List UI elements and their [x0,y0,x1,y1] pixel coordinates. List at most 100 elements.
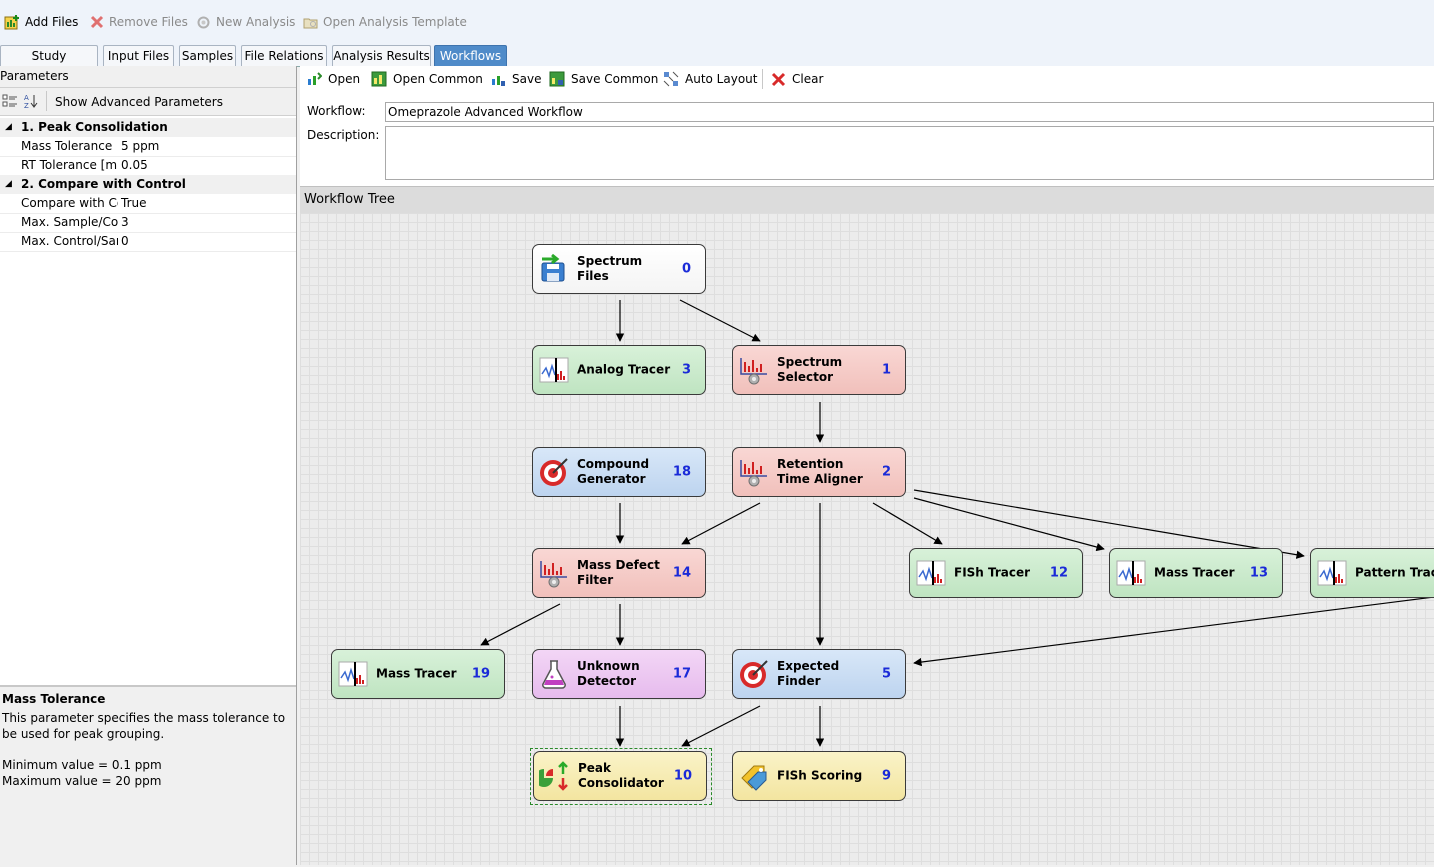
param-group-title: 2. Compare with Control [21,177,186,191]
tracer-icon [916,560,946,586]
node-fish-tracer[interactable]: FISh Tracer 12 [909,548,1083,598]
workflow-toolbar: Open Open Common Save Save Common Auto L… [300,66,1434,93]
param-row-compare-with-control[interactable]: Compare with Con True [0,194,296,214]
node-label: Expected Finder [777,659,840,688]
node-pattern-tracer[interactable]: Pattern Tracer [1310,548,1434,598]
save-icon [492,76,505,86]
save-button[interactable]: Save [490,70,541,88]
open-template-icon [303,18,318,28]
remove-files-label: Remove Files [109,15,188,29]
show-advanced-parameters-button[interactable]: Show Advanced Parameters [55,95,223,109]
node-number: 18 [672,464,691,480]
edge-spectrum-files-spectrum-selector [679,299,761,342]
collapse-icon[interactable]: ◢ [5,179,12,189]
node-mass-defect-filter[interactable]: Mass Defect Filter 14 [532,548,706,598]
categorized-view-icon[interactable] [2,93,18,109]
auto-layout-button[interactable]: Auto Layout [663,70,757,88]
node-number: 17 [672,666,691,682]
target-icon [540,458,568,486]
node-spectrum-files[interactable]: Spectrum Files 0 [532,244,706,294]
toolbar-divider [762,69,763,89]
tab-input-files[interactable]: Input Files [103,45,174,66]
clear-label: Clear [792,72,824,86]
open-analysis-template-button[interactable]: Open Analysis Template [303,13,467,31]
node-number: 14 [672,565,691,581]
tracer-icon [539,357,569,383]
tab-study-definition[interactable]: Study Definition [0,45,98,83]
add-files-icon [4,15,19,30]
node-mass-tracer-13[interactable]: Mass Tracer 13 [1109,548,1283,598]
tab-analysis-results[interactable]: Analysis Results [332,45,431,66]
node-label: Unknown Detector [577,659,640,688]
workflow-canvas[interactable]: Spectrum Files 0 Analog Tracer 3 Spectru… [300,213,1434,865]
consolidator-icon [539,761,568,791]
param-name: Mass Tolerance [21,139,113,153]
param-value[interactable]: True [121,196,147,210]
param-name: Max. Sample/Cont [21,215,118,229]
param-group-peak-consolidation[interactable]: ◢ 1. Peak Consolidation [0,118,296,137]
description-label: Description: [307,128,380,142]
open-common-button[interactable]: Open Common [371,70,483,88]
param-value[interactable]: 3 [121,215,129,229]
node-number: 12 [1049,565,1068,581]
clear-button[interactable]: Clear [771,70,823,88]
processing-gear-icon [740,358,767,385]
node-number: 10 [673,768,692,784]
node-label: Spectrum Files [577,254,643,283]
add-files-button[interactable]: Add Files [4,13,78,31]
new-analysis-button[interactable]: New Analysis [196,13,295,31]
node-analog-tracer[interactable]: Analog Tracer 3 [532,345,706,395]
save-common-button[interactable]: Save Common [549,70,658,88]
param-name: Max. Control/Sam [21,234,118,248]
description-textarea[interactable] [385,126,1434,180]
param-group-compare-with-control[interactable]: ◢ 2. Compare with Control [0,175,296,194]
node-fish-scoring[interactable]: FISh Scoring 9 [732,751,906,801]
save-common-icon [549,71,565,87]
save-label: Save [512,72,542,86]
param-name: RT Tolerance [min] [21,158,118,172]
svg-text:A: A [24,94,29,102]
node-compound-generator[interactable]: Compound Generator 18 [532,447,706,497]
node-spectrum-selector[interactable]: Spectrum Selector 1 [732,345,906,395]
open-button[interactable]: Open [306,70,360,88]
param-row-rt-tolerance[interactable]: RT Tolerance [min] 0.05 [0,156,296,176]
description-max-value: Maximum value = 20 ppm [2,774,162,788]
collapse-icon[interactable]: ◢ [5,122,12,132]
node-retention-time-aligner[interactable]: Retention Time Aligner 2 [732,447,906,497]
auto-layout-icon [663,71,679,87]
remove-files-button[interactable]: Remove Files [90,13,188,31]
tab-file-relations[interactable]: File Relations [241,45,327,66]
node-peak-consolidator[interactable]: Peak Consolidator 10 [533,751,707,801]
tab-samples[interactable]: Samples [179,45,236,66]
node-number: 13 [1249,565,1268,581]
node-unknown-detector[interactable]: Unknown Detector 17 [532,649,706,699]
param-row-mass-tolerance[interactable]: Mass Tolerance 5 ppm [0,137,296,157]
sort-alphabetical-icon[interactable]: AZ [23,93,39,109]
open-analysis-template-label: Open Analysis Template [323,15,467,29]
param-value[interactable]: 5 ppm [121,139,160,153]
edge-rt-aligner-fish-tracer [872,502,943,545]
workflow-name-input[interactable] [385,102,1434,122]
node-label: Retention Time Aligner [777,457,863,486]
param-value[interactable]: 0.05 [121,158,148,172]
workflow-connections [480,299,1434,747]
node-label: Spectrum Selector [777,355,843,384]
description-min-value: Minimum value = 0.1 ppm [2,758,162,772]
new-analysis-icon [197,16,210,28]
node-mass-tracer-19[interactable]: Mass Tracer 19 [331,649,505,699]
edge-expected-finder-peak-consolidator [681,705,761,747]
edge-rt-aligner-mass-defect [681,502,761,545]
node-label: Analog Tracer [577,362,671,377]
param-row-max-control-sample[interactable]: Max. Control/Sam 0 [0,232,296,252]
param-row-max-sample-control[interactable]: Max. Sample/Cont 3 [0,213,296,233]
node-label: Peak Consolidator [578,761,664,790]
node-number: 5 [881,666,891,682]
processing-gear-icon [540,561,567,588]
param-value[interactable]: 0 [121,234,129,248]
parameters-title: Parameters [0,69,69,83]
tab-workflows[interactable]: Workflows [434,45,507,66]
open-label: Open [328,72,361,86]
svg-text:Z: Z [24,102,29,109]
node-expected-finder[interactable]: Expected Finder 5 [732,649,906,699]
workflow-form: Workflow: Description: [300,92,1434,186]
